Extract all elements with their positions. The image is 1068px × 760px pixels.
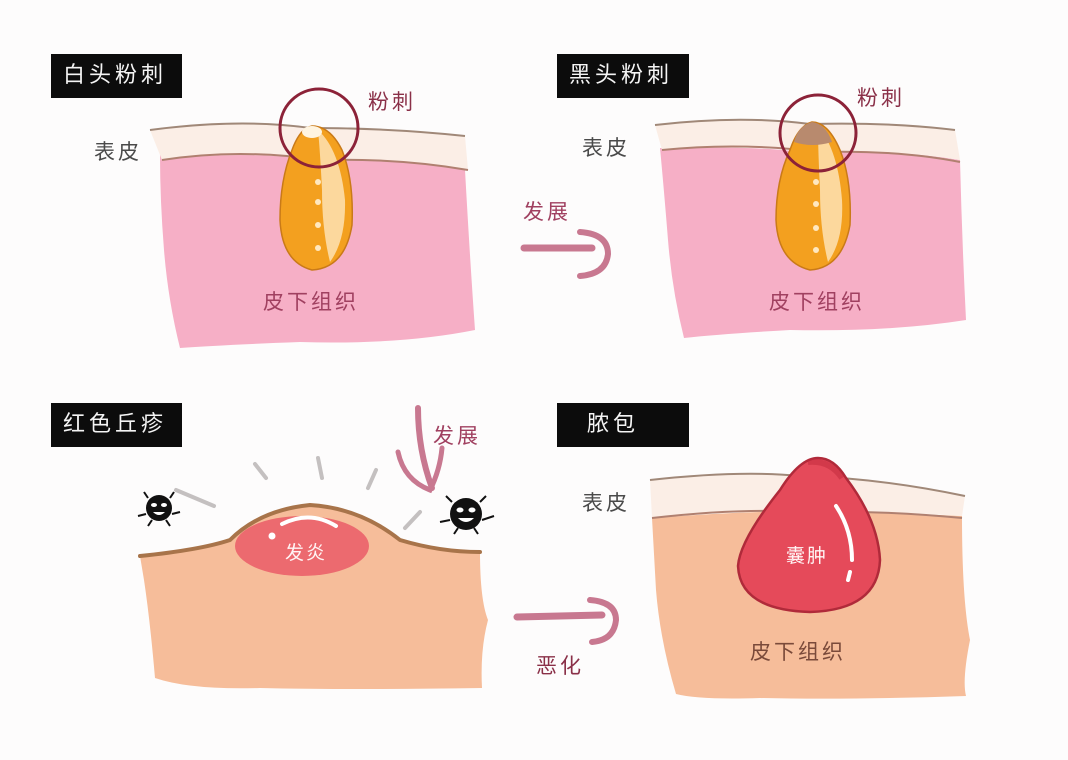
arrow-right-worsen-icon	[513, 597, 620, 645]
panel-title-blackhead: 黑头粉刺	[557, 54, 689, 98]
bacteria-left-icon	[137, 491, 181, 527]
papule-illustration	[137, 456, 495, 689]
panel-title-pustule: 脓包	[557, 403, 689, 447]
inflamed-region	[235, 516, 369, 576]
cyst	[736, 456, 882, 614]
subcutaneous-label-blackhead: 皮下组织	[769, 290, 865, 314]
papule-subcutaneous-tissue	[140, 505, 488, 689]
subcutaneous-label-pustule: 皮下组织	[750, 640, 846, 664]
comedo-label-blackhead: 粉刺	[857, 86, 905, 110]
arrow-right-develop-icon	[520, 229, 612, 279]
panel-title-papule: 红色丘疹	[51, 403, 182, 447]
whitehead-illustration	[149, 87, 475, 348]
panel-title-whitehead: 白头粉刺	[51, 54, 182, 98]
irritation-dashes	[174, 456, 422, 530]
worsen-label: 恶化	[536, 654, 584, 678]
pustule-illustration	[649, 456, 970, 699]
blackhead-highlight-ring	[778, 93, 858, 173]
bacteria-right-icon	[439, 495, 495, 535]
cyst-label: 囊肿	[786, 545, 829, 567]
arrow-down-develop-icon	[395, 405, 445, 494]
comedo-label-whitehead: 粉刺	[368, 90, 416, 114]
epidermis-label-whitehead: 表皮	[94, 140, 142, 164]
blackhead-oxidized-tip	[794, 122, 832, 145]
whitehead-highlight-ring	[278, 87, 360, 169]
develop-label-1: 发展	[523, 200, 571, 224]
epidermis-label-pustule: 表皮	[582, 491, 630, 515]
inflammation-label: 发炎	[285, 542, 328, 564]
develop-label-2: 发展	[433, 424, 481, 448]
subcutaneous-label-whitehead: 皮下组织	[263, 290, 359, 314]
epidermis-label-blackhead: 表皮	[582, 136, 630, 160]
blackhead-illustration	[654, 93, 966, 338]
